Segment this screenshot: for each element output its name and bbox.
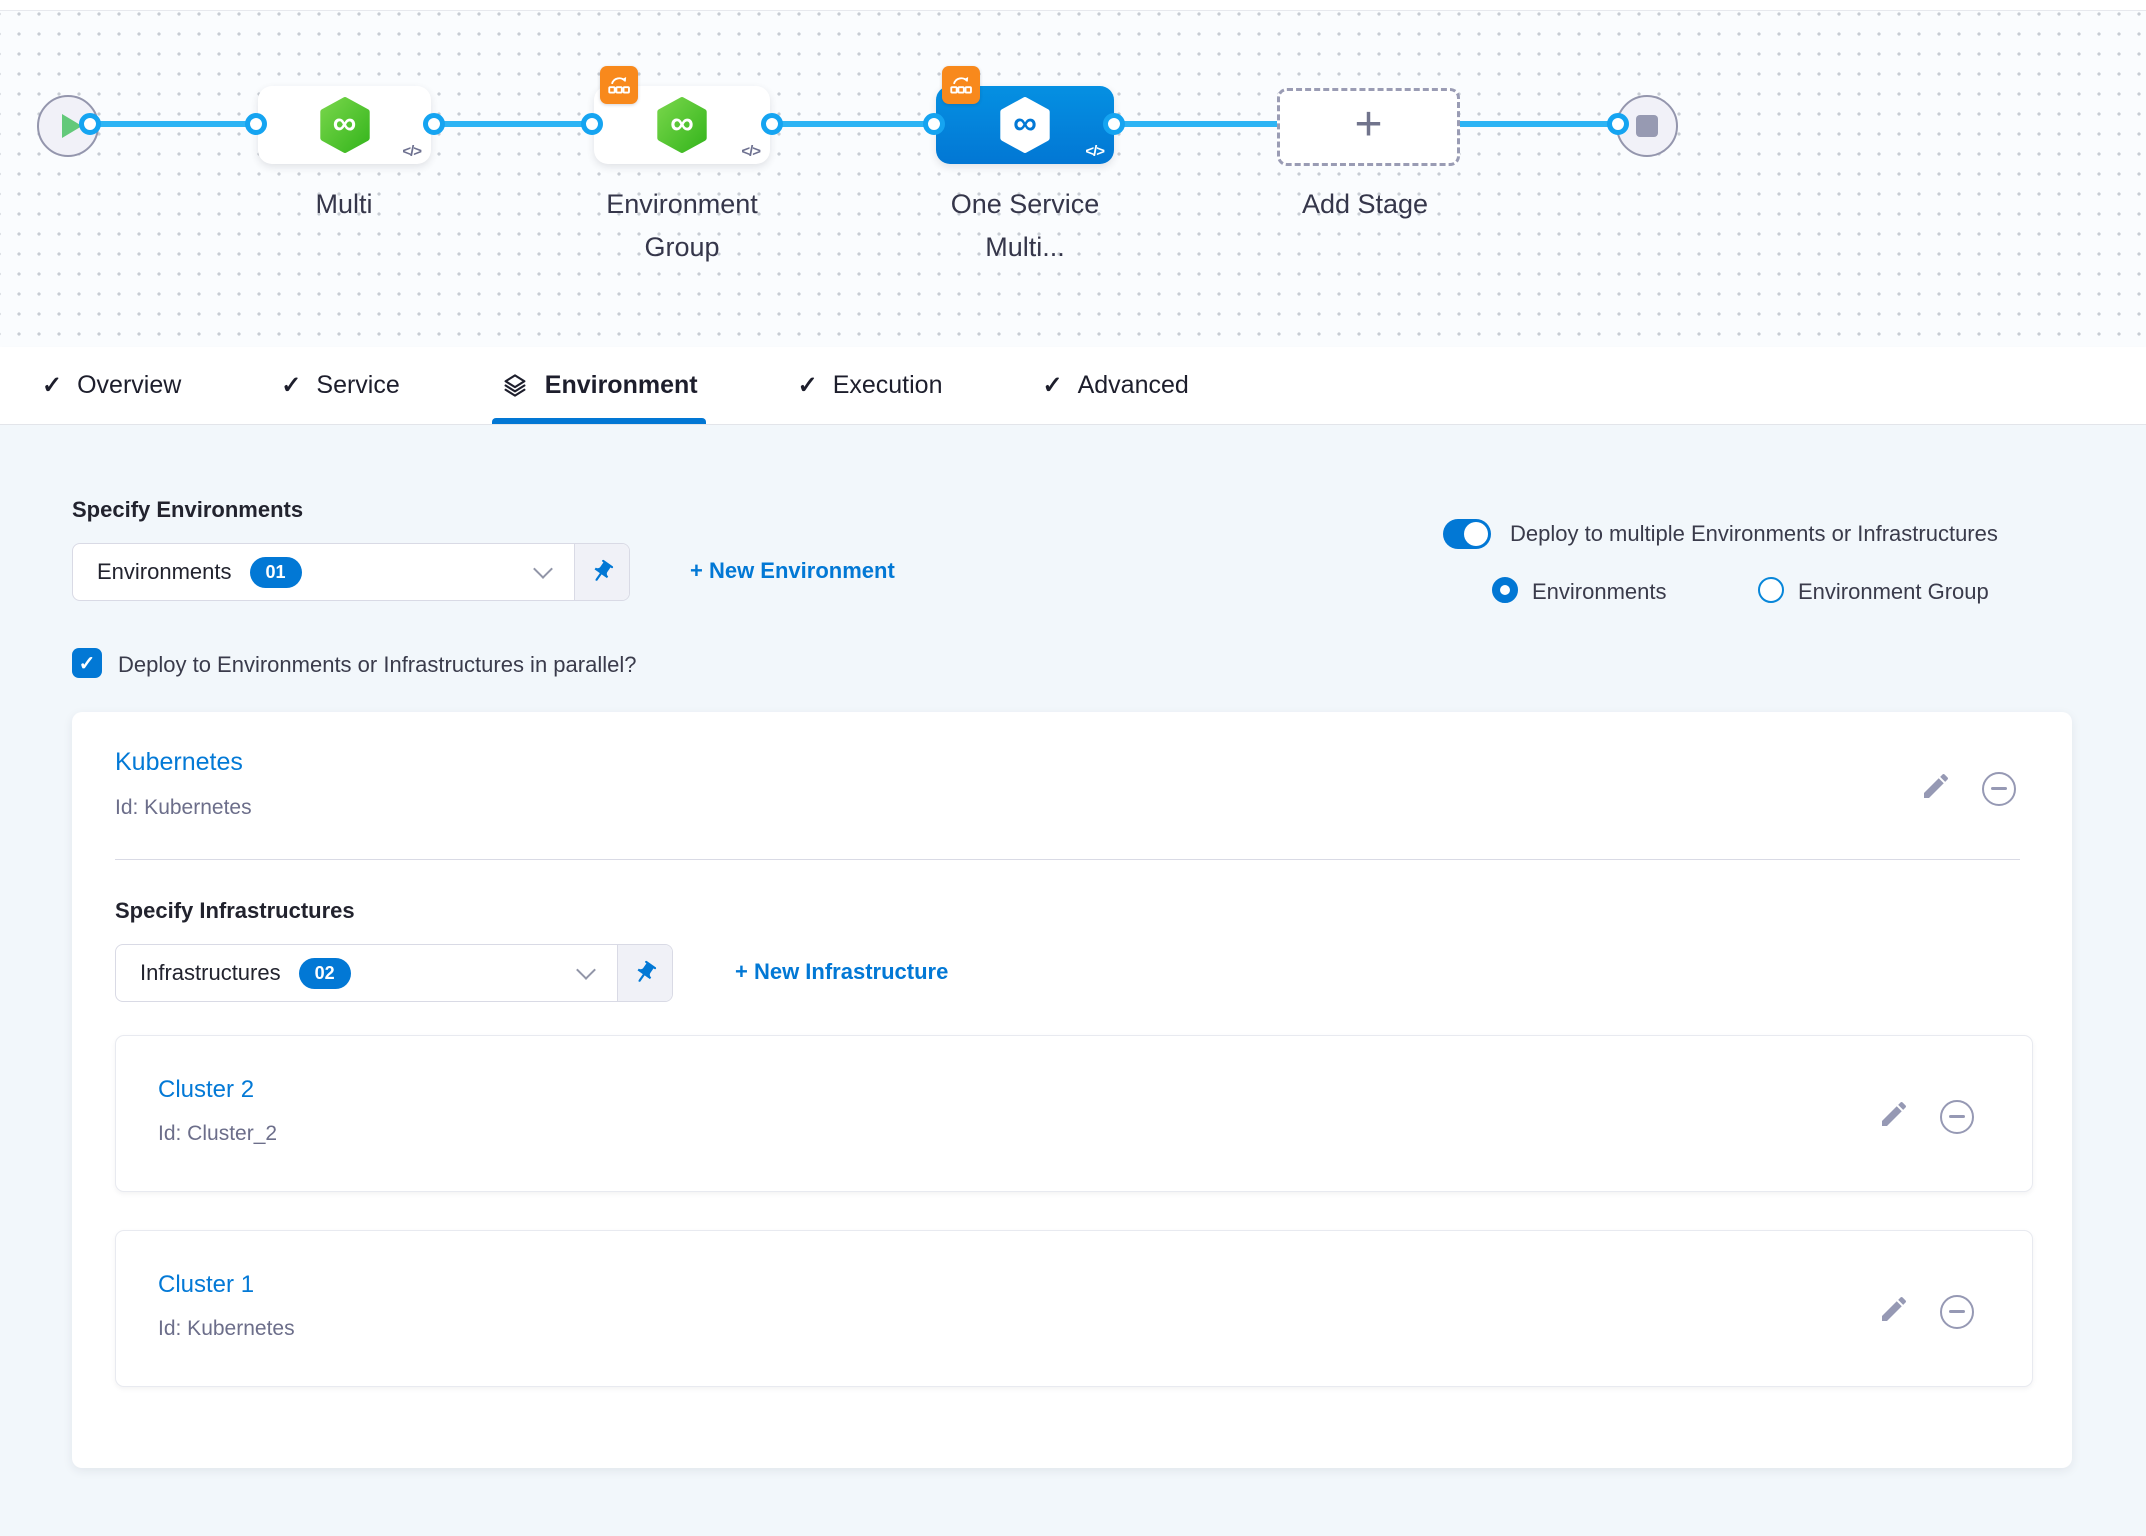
remove-infrastructure-button[interactable] — [1940, 1100, 1974, 1134]
infrastructures-count-badge: 02 — [298, 957, 351, 989]
pipeline-connector-line — [66, 121, 1646, 127]
environments-dropdown-value[interactable]: Environments 01 — [73, 544, 574, 600]
chevron-down-icon — [576, 960, 596, 980]
environment-name-link[interactable]: Kubernetes — [115, 748, 243, 776]
tab-environment[interactable]: Environment — [491, 347, 706, 424]
edit-infrastructure-button[interactable] — [1878, 1293, 1910, 1330]
radio-environment-group-label[interactable]: Environment Group — [1798, 579, 1989, 604]
connector-dot — [245, 113, 267, 135]
radio-environments[interactable] — [1492, 577, 1518, 603]
tab-overview[interactable]: ✓ Overview — [42, 347, 181, 424]
radio-environments-label[interactable]: Environments — [1532, 579, 1667, 604]
stage-node-one-service-multi[interactable]: ∞ </> — [936, 66, 1114, 164]
infrastructure-name-link[interactable]: Cluster 1 — [158, 1271, 255, 1298]
infrastructure-card-cluster-2: Cluster 2 Id: Cluster_2 — [115, 1035, 2033, 1192]
play-icon — [61, 114, 82, 138]
pencil-icon — [1882, 1296, 1907, 1321]
tab-service[interactable]: ✓ Service — [281, 347, 399, 424]
new-infrastructure-link[interactable]: + New Infrastructure — [735, 959, 949, 984]
tab-label: Overview — [77, 371, 182, 399]
deploy-multiple-toggle-label: Deploy to multiple Environments or Infra… — [1510, 521, 1998, 546]
tab-execution[interactable]: ✓ Execution — [798, 347, 943, 424]
connector-dot — [1607, 113, 1629, 135]
pin-icon — [637, 960, 657, 982]
stage-label-environment-group: Environment Group — [606, 189, 758, 263]
connector-dot — [923, 113, 945, 135]
parallel-deploy-checkbox[interactable]: ✓ — [72, 648, 102, 678]
connector-dot — [1103, 113, 1125, 135]
rolling-deployment-badge-icon — [942, 66, 980, 104]
check-icon: ✓ — [281, 372, 302, 399]
harness-logo-icon: ∞ — [998, 96, 1052, 154]
stage-node-multi[interactable]: ∞ </> — [258, 86, 431, 164]
environments-dropdown[interactable]: Environments 01 — [72, 543, 630, 601]
edit-environment-button[interactable] — [1920, 770, 1952, 807]
yaml-code-icon[interactable]: </> — [741, 143, 761, 160]
plus-icon: + — [1354, 98, 1383, 151]
infrastructure-card-cluster-1: Cluster 1 Id: Kubernetes — [115, 1230, 2033, 1387]
environments-count-badge: 01 — [249, 556, 302, 588]
check-icon: ✓ — [78, 652, 96, 675]
new-environment-link[interactable]: + New Environment — [690, 558, 895, 583]
toggle-knob — [1464, 522, 1488, 546]
stage-label-one-service-multi: One Service Multi... — [950, 189, 1100, 263]
harness-logo-icon: ∞ — [655, 96, 709, 154]
divider — [115, 859, 2020, 860]
tab-label: Execution — [832, 371, 943, 399]
deploy-multiple-toggle[interactable] — [1443, 519, 1491, 549]
radio-environment-group[interactable] — [1758, 577, 1784, 603]
yaml-code-icon[interactable]: </> — [402, 143, 422, 160]
parallel-deploy-checkbox-label[interactable]: Deploy to Environments or Infrastructure… — [118, 652, 637, 677]
pipeline-canvas: ∞ </> ∞ </> — [0, 10, 2146, 348]
environment-id-text: Id: Kubernetes — [115, 796, 252, 819]
pencil-icon — [1882, 1101, 1907, 1126]
stop-icon — [1636, 115, 1658, 137]
rolling-deployment-badge-icon — [600, 66, 638, 104]
check-icon: ✓ — [1042, 372, 1063, 399]
infrastructures-dropdown[interactable]: Infrastructures 02 — [115, 944, 673, 1002]
infrastructures-dropdown-value[interactable]: Infrastructures 02 — [116, 945, 617, 1001]
connector-dot — [79, 113, 101, 135]
connector-dot — [761, 113, 783, 135]
add-stage-button[interactable]: + — [1277, 88, 1460, 166]
connector-dot — [581, 113, 603, 135]
infrastructure-name-link[interactable]: Cluster 2 — [158, 1076, 255, 1103]
pin-button[interactable] — [617, 945, 672, 1001]
pipeline-start-node[interactable] — [37, 95, 99, 157]
environment-card-kubernetes: Kubernetes Id: Kubernetes Specify Infras… — [72, 712, 2072, 1468]
remove-infrastructure-button[interactable] — [1940, 1295, 1974, 1329]
tab-label: Service — [316, 371, 400, 399]
harness-logo-icon: ∞ — [318, 96, 372, 154]
pin-button[interactable] — [574, 544, 629, 600]
chevron-down-icon — [533, 559, 553, 579]
edit-infrastructure-button[interactable] — [1878, 1098, 1910, 1135]
specify-environments-title: Specify Environments — [72, 497, 304, 522]
stage-label-add-stage: Add Stage — [1301, 189, 1429, 219]
stage-node-environment-group[interactable]: ∞ </> — [594, 66, 770, 164]
specify-infrastructures-title: Specify Infrastructures — [115, 898, 355, 923]
active-tab-underline — [491, 418, 706, 424]
connector-dot — [423, 113, 445, 135]
tab-advanced[interactable]: ✓ Advanced — [1042, 347, 1188, 424]
tab-label: Advanced — [1077, 371, 1189, 399]
stage-config-tabbar: ✓ Overview ✓ Service Environment ✓ Execu… — [0, 347, 2146, 425]
environment-layers-icon — [500, 371, 530, 401]
pin-icon — [594, 559, 614, 581]
stage-label-multi: Multi — [315, 189, 373, 219]
pencil-icon — [1924, 773, 1949, 798]
infrastructure-id-text: Id: Kubernetes — [158, 1317, 295, 1340]
yaml-code-icon[interactable]: </> — [1085, 143, 1105, 160]
check-icon: ✓ — [42, 372, 63, 399]
infrastructure-id-text: Id: Cluster_2 — [158, 1122, 278, 1145]
remove-environment-button[interactable] — [1982, 772, 2016, 806]
tab-label: Environment — [544, 371, 698, 399]
check-icon: ✓ — [797, 372, 818, 399]
